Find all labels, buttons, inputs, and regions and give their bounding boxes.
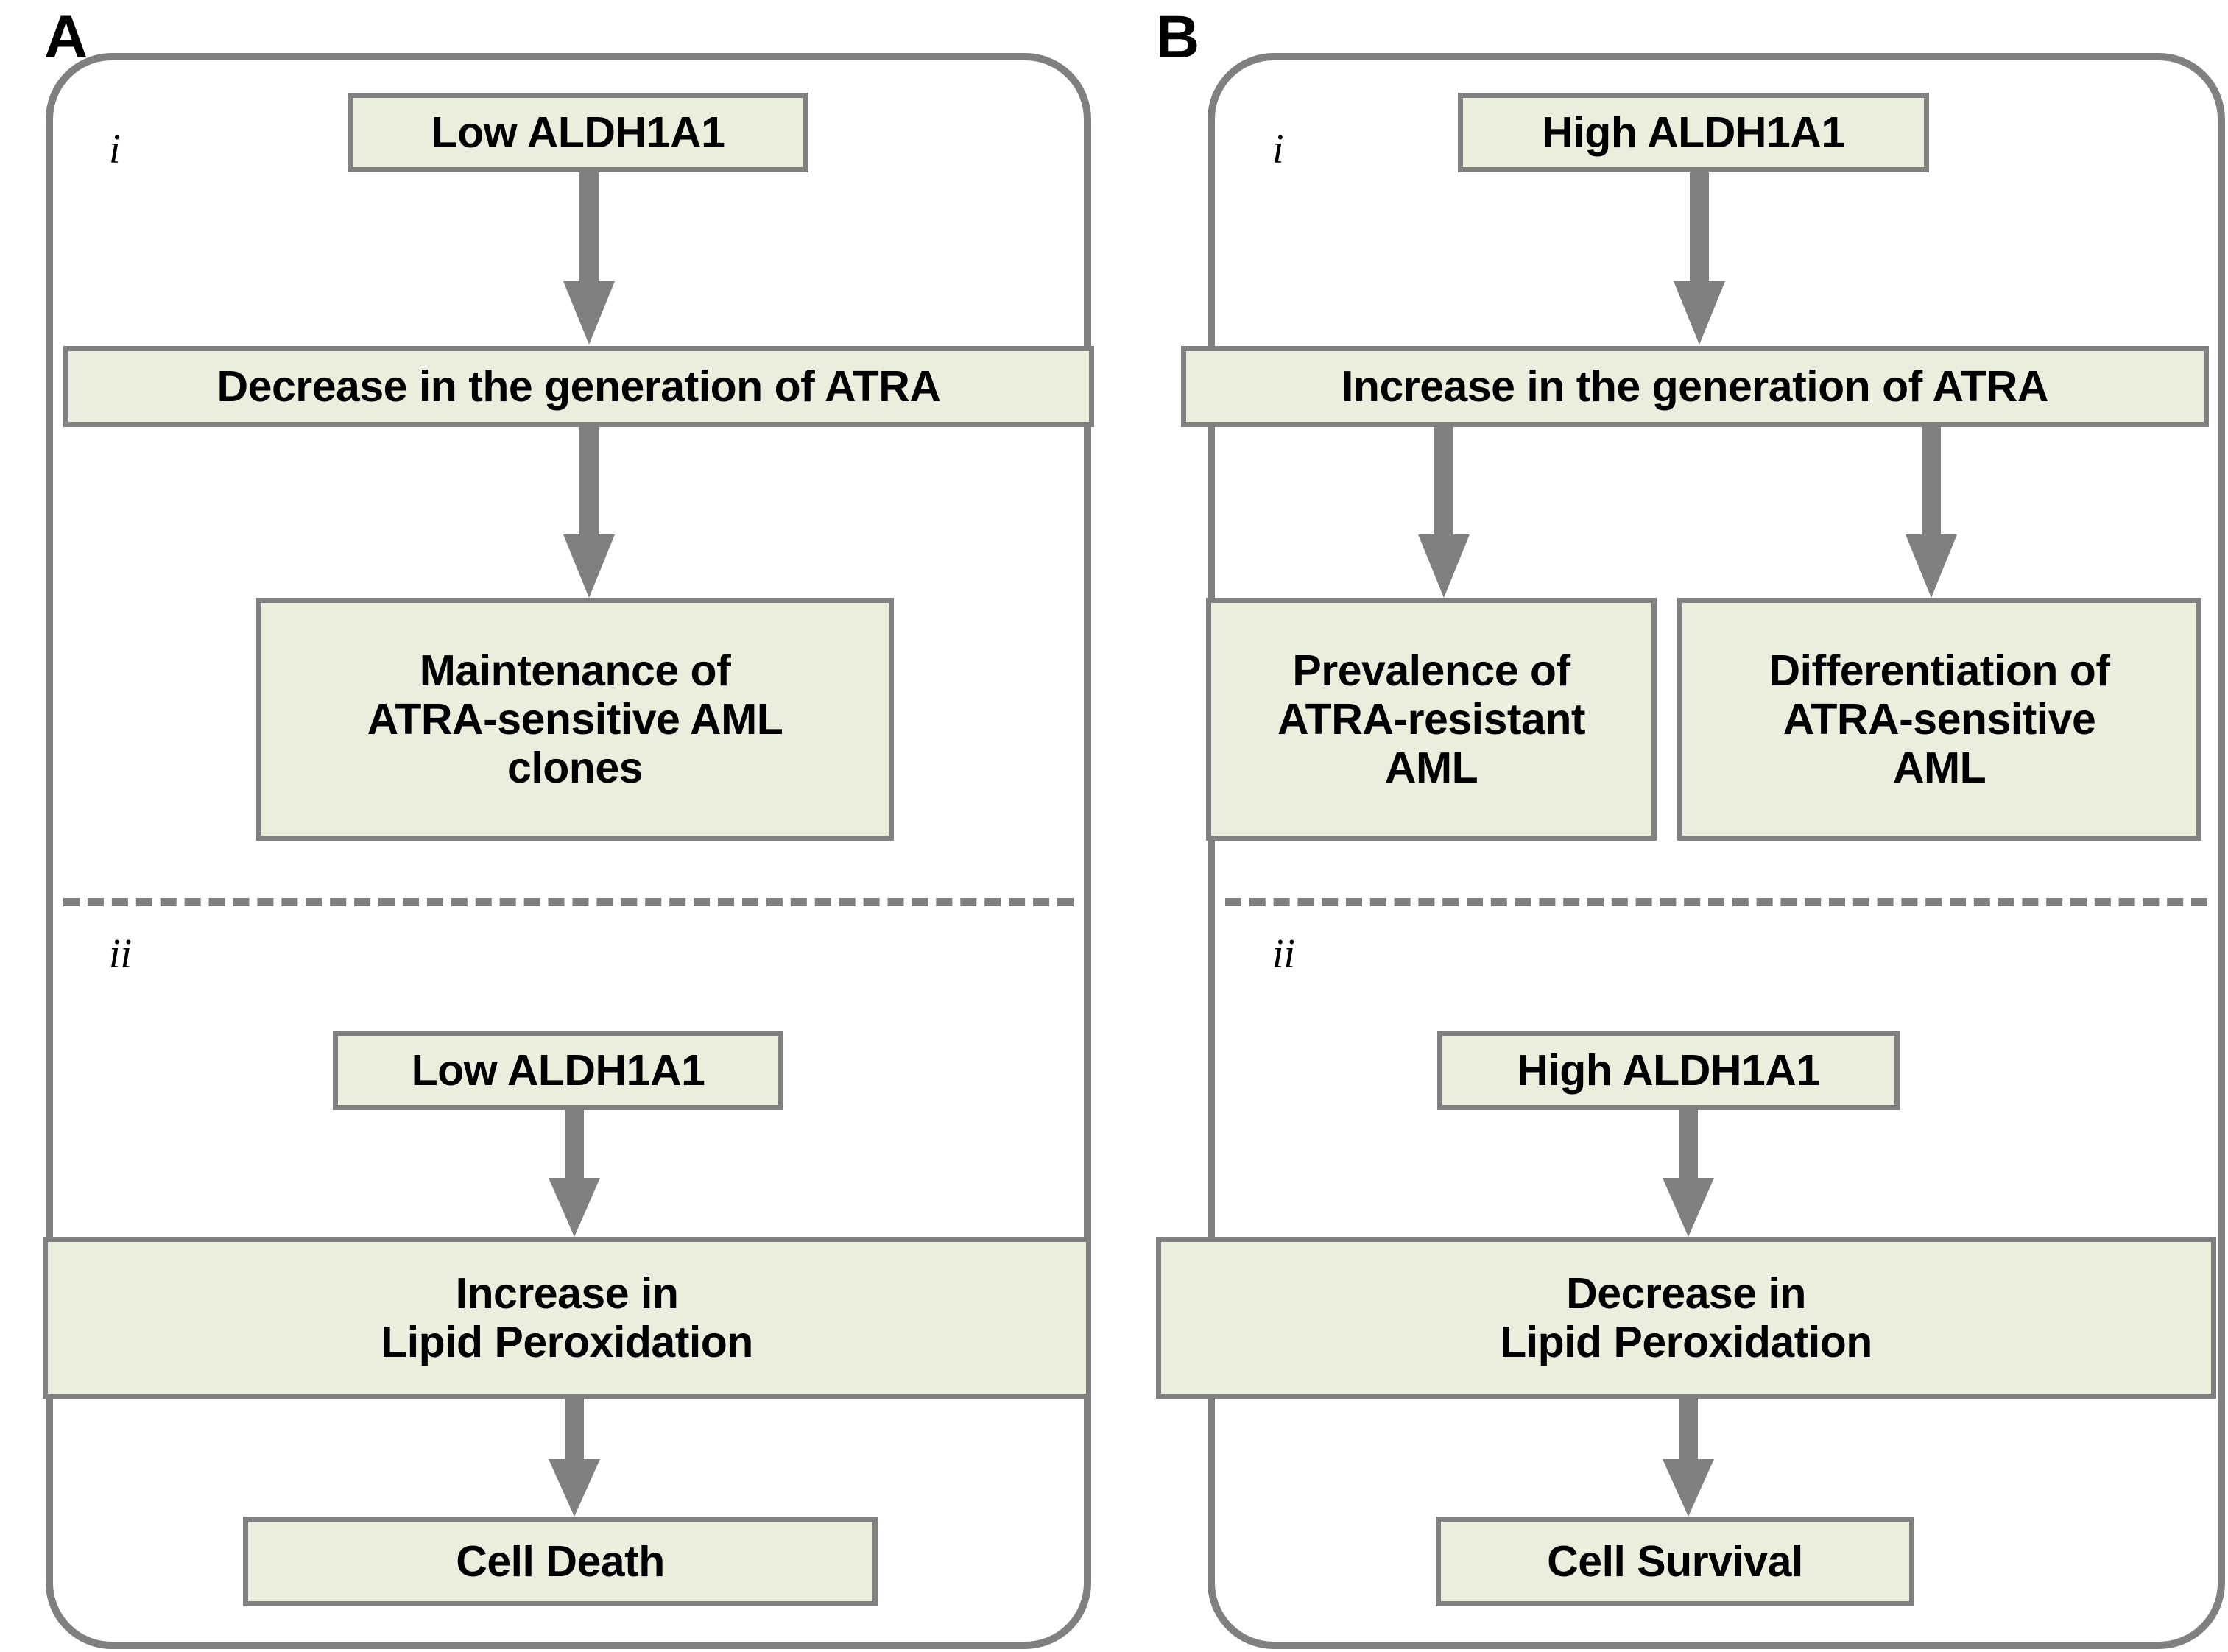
node-b-high-aldh1a1: High ALDH1A1 xyxy=(1458,93,1929,172)
panel-b-section-i-marker: i xyxy=(1272,127,1284,172)
node-a-low-aldh1a1-second: Low ALDH1A1 xyxy=(333,1031,783,1110)
panel-a-section-ii-marker: ii xyxy=(109,931,133,977)
node-b-decrease-lipid-peroxidation: Decrease in Lipid Peroxidation xyxy=(1156,1237,2216,1399)
panel-b-section-ii-marker: ii xyxy=(1272,931,1296,977)
node-b-increase-atra: Increase in the generation of ATRA xyxy=(1181,346,2209,427)
node-a-low-aldh1a1: Low ALDH1A1 xyxy=(348,93,808,172)
node-a-cell-death: Cell Death xyxy=(243,1517,878,1606)
panel-label-a: A xyxy=(44,4,88,71)
node-b-prevalence-atra-resistant-aml: Prevalence of ATRA-resistant AML xyxy=(1206,598,1657,841)
arrow-a-decrease-to-maintenance xyxy=(557,424,621,599)
panel-a-section-divider xyxy=(63,898,1074,906)
arrow-b-high-aldh-to-lipid-peroxidation xyxy=(1657,1107,1720,1238)
arrow-b-high-aldh-to-increase xyxy=(1668,169,1731,346)
panel-a-section-i-marker: i xyxy=(109,127,121,172)
node-a-decrease-atra: Decrease in the generation of ATRA xyxy=(63,346,1094,427)
panel-label-b: B xyxy=(1156,4,1199,71)
node-a-maintenance-atra-sensitive-clones: Maintenance of ATRA-sensitive AML clones xyxy=(256,598,894,841)
arrow-a-low-aldh-to-lipid-peroxidation xyxy=(543,1107,606,1238)
arrow-b-lipid-peroxidation-to-cell-survival xyxy=(1657,1396,1720,1518)
node-b-differentiation-atra-sensitive-aml: Differentiation of ATRA-sensitive AML xyxy=(1677,598,2201,841)
node-a-increase-lipid-peroxidation: Increase in Lipid Peroxidation xyxy=(43,1237,1091,1399)
panel-b-section-divider xyxy=(1225,898,2207,906)
arrow-b-increase-to-differentiation xyxy=(1900,424,1963,599)
arrow-b-increase-to-prevalence xyxy=(1412,424,1476,599)
arrow-a-low-aldh-to-decrease xyxy=(557,169,621,346)
node-b-cell-survival: Cell Survival xyxy=(1436,1517,1914,1606)
node-b-high-aldh1a1-second: High ALDH1A1 xyxy=(1437,1031,1900,1110)
arrow-a-lipid-peroxidation-to-cell-death xyxy=(543,1396,606,1518)
